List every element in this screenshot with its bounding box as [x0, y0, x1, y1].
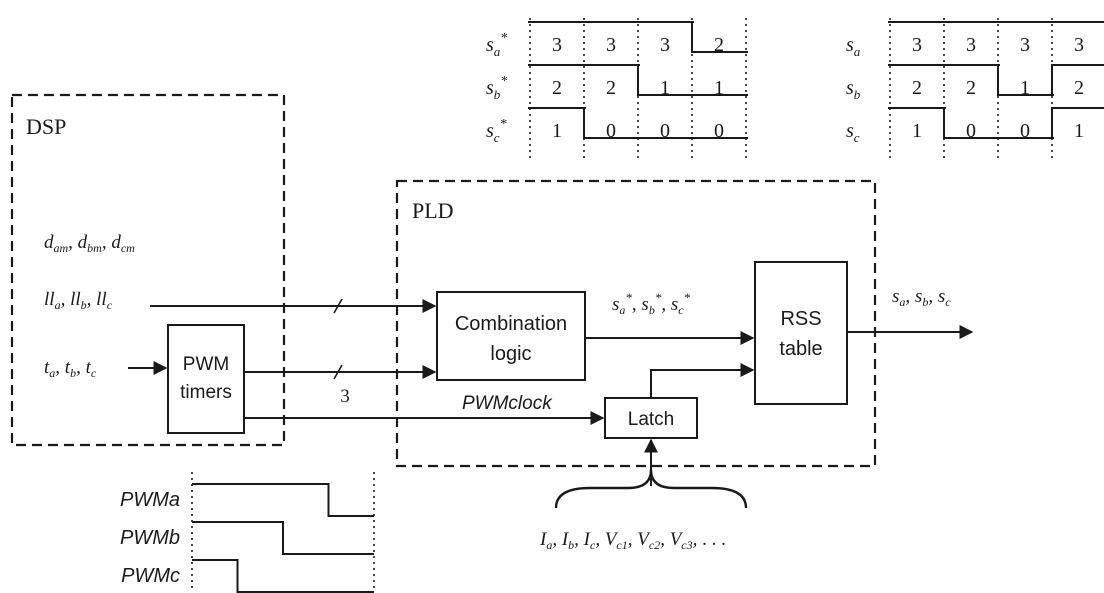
latch-output-arrow — [650, 363, 755, 398]
output-cell-value: 3 — [966, 34, 976, 56]
output-level-line — [888, 107, 1104, 139]
requested-cell-value: 0 — [714, 120, 724, 142]
requested-cell-value: 2 — [714, 34, 724, 56]
pwm-wave-label: PWMb — [120, 527, 180, 549]
requested-cell-value: 3 — [660, 34, 670, 56]
requested-cell-value: 2 — [606, 77, 616, 99]
output-row-label: sa — [846, 34, 861, 59]
rss-table-line2: table — [779, 338, 822, 360]
output-state-label: sa, sb, sc — [892, 286, 951, 309]
pwm-wave-label: PWMc — [121, 565, 180, 587]
pwm-timers-line1: PWM — [183, 354, 229, 375]
pwm-timers-line2: timers — [180, 382, 232, 403]
output-cell-value: 3 — [912, 34, 922, 56]
requested-cell-value: 1 — [714, 77, 724, 99]
requested-cell-value: 0 — [606, 120, 616, 142]
requested-level-line — [528, 107, 748, 139]
level-inputs-label: lla, llb, llc — [44, 289, 113, 312]
requested-state-table: sa* 3 3 3 2 sb* 2 2 1 1 sc* 1 0 0 0 — [486, 18, 748, 160]
time-inputs-label: ta, tb, tc — [44, 357, 97, 380]
requested-level-line — [528, 64, 748, 96]
requested-row-label: sa* — [486, 31, 507, 59]
dsp-boundary — [10, 93, 286, 447]
output-state-table: sa 3 3 3 3 sb 2 2 1 2 sc 1 0 0 1 — [846, 18, 1104, 160]
output-cell-value: 3 — [1074, 34, 1084, 56]
output-cell-value: 1 — [1074, 120, 1084, 142]
requested-cell-value: 3 — [606, 34, 616, 56]
requested-cell-value: 2 — [552, 77, 562, 99]
requested-level-line — [528, 21, 748, 53]
pwm-wave-line — [192, 483, 374, 517]
level-bus-slash — [333, 298, 343, 314]
dsp-label: DSP — [26, 114, 66, 139]
requested-row-label: sc* — [486, 117, 507, 145]
pwm-wave-line — [192, 521, 374, 555]
output-cell-value: 1 — [912, 120, 922, 142]
output-cell-value: 2 — [1074, 77, 1084, 99]
requested-state-label: sa*, sb*, sc* — [612, 290, 691, 317]
output-cell-value: 2 — [966, 77, 976, 99]
pld-boundary — [395, 179, 877, 468]
output-cell-value: 2 — [912, 77, 922, 99]
pwm-wave-line — [192, 559, 374, 593]
requested-cell-value: 1 — [552, 120, 562, 142]
output-row-label: sc — [846, 120, 860, 145]
pwm-bus-slash — [333, 364, 343, 380]
modulation-inputs-label: dam, dbm, dcm — [44, 232, 135, 255]
combination-logic-line2: logic — [490, 343, 531, 365]
feedback-brace — [554, 469, 748, 509]
output-level-line — [888, 64, 1104, 96]
requested-cell-value: 0 — [660, 120, 670, 142]
combination-logic-block — [436, 291, 586, 381]
requested-cell-value: 3 — [552, 34, 562, 56]
output-row-label: sb — [846, 77, 861, 102]
requested-row-label: sb* — [486, 74, 507, 102]
output-cell-value: 0 — [1020, 120, 1030, 142]
feedback-signals-label: Ia, Ib, Ic, Vc1, Vc2, Vc3, . . . — [539, 529, 726, 552]
output-cell-value: 0 — [966, 120, 976, 142]
output-cell-value: 3 — [1020, 34, 1030, 56]
pwm-wave-label: PWMa — [120, 489, 180, 511]
combination-logic-line1: Combination — [455, 313, 567, 335]
pwm-clock-label: PWMclock — [462, 393, 553, 414]
bus-width-label: 3 — [340, 386, 350, 407]
rss-table-block — [754, 261, 848, 405]
pwm-timers-block — [167, 324, 245, 434]
output-cell-value: 1 — [1020, 77, 1030, 99]
pld-label: PLD — [412, 198, 454, 223]
rss-table-line1: RSS — [780, 308, 821, 330]
latch-block — [604, 397, 698, 439]
requested-cell-value: 1 — [660, 77, 670, 99]
latch-label: Latch — [628, 409, 674, 430]
